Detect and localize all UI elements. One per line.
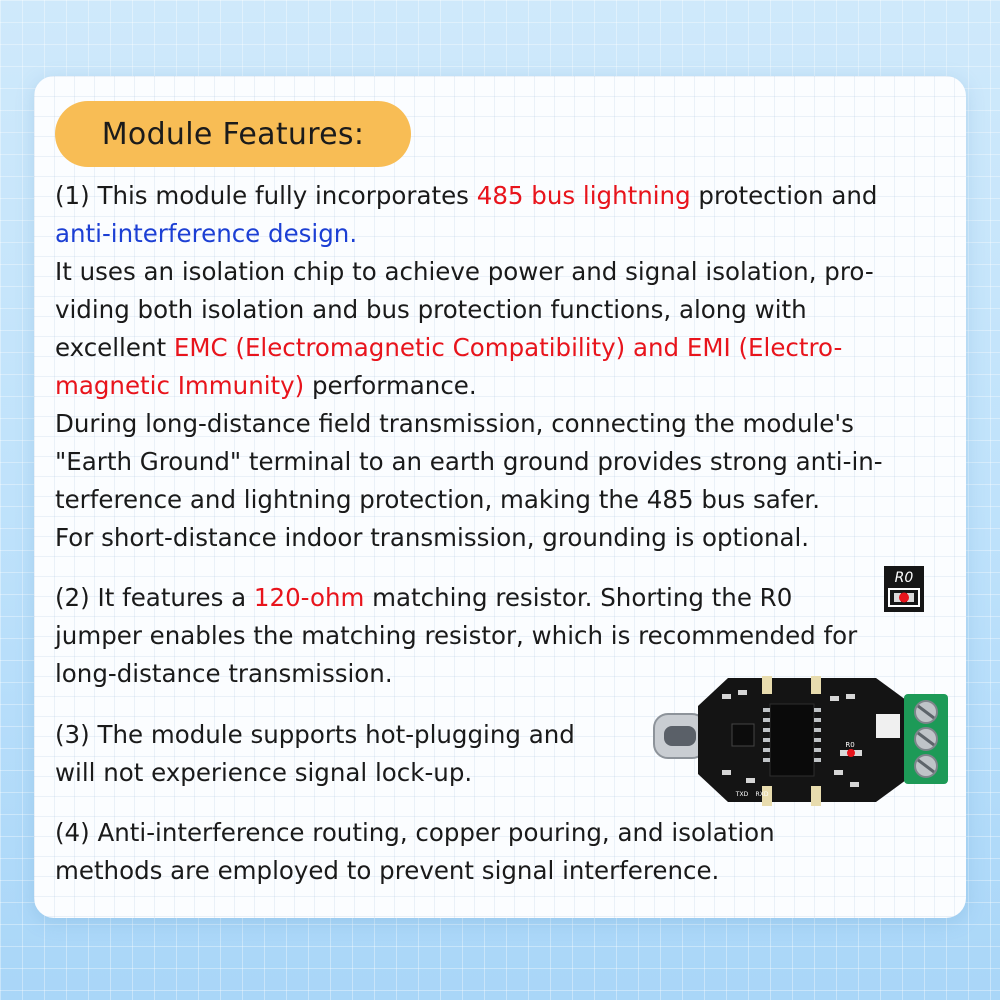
highlight-485-bus: 485 bus lightning <box>476 181 691 210</box>
text-line: (3) The module supports hot-plugging and <box>55 720 575 749</box>
text-line: terference and lightning protection, mak… <box>55 485 821 514</box>
text-line: During long-distance field transmission,… <box>55 409 854 438</box>
text-line: will not experience signal lock-up. <box>55 758 473 787</box>
rs485-module-board-image: R0 TXD RXD <box>653 676 948 806</box>
text-line: It uses an isolation chip to achieve pow… <box>55 257 874 286</box>
text-line: methods are employed to prevent signal i… <box>55 856 720 885</box>
text-line: For short-distance indoor transmission, … <box>55 523 810 552</box>
highlight-emc-emi: EMC (Electromagnetic Compatibility) and … <box>173 333 843 362</box>
text-line: (2) It features a 120-ohm matching resis… <box>55 583 793 612</box>
text-line: long-distance transmission. <box>55 659 393 688</box>
r0-jumper-icon: R0 <box>884 566 924 612</box>
text-line: (1) This module fully incorporates 485 b… <box>55 181 878 210</box>
board-rxd-label: RXD <box>756 791 769 798</box>
text-line: "Earth Ground" terminal to an earth grou… <box>55 447 883 476</box>
features-card: Module Features: (1) This module fully i… <box>34 76 966 918</box>
board-r0-label: R0 <box>845 741 854 749</box>
text-line: (4) Anti-interference routing, copper po… <box>55 818 775 847</box>
r0-icon-label: R0 <box>895 570 914 586</box>
page-title: Module Features: <box>55 101 411 167</box>
highlight-120-ohm: 120-ohm <box>253 583 365 612</box>
text-line: magnetic Immunity) performance. <box>55 371 477 400</box>
highlight-immunity: magnetic Immunity) <box>55 371 305 400</box>
board-txd-label: TXD <box>735 791 749 798</box>
highlight-anti-interference: anti-interference design. <box>55 219 358 248</box>
text-line: viding both isolation and bus protection… <box>55 295 807 324</box>
text-line: excellent EMC (Electromagnetic Compatibi… <box>55 333 843 362</box>
text-line: jumper enables the matching resistor, wh… <box>55 621 858 650</box>
